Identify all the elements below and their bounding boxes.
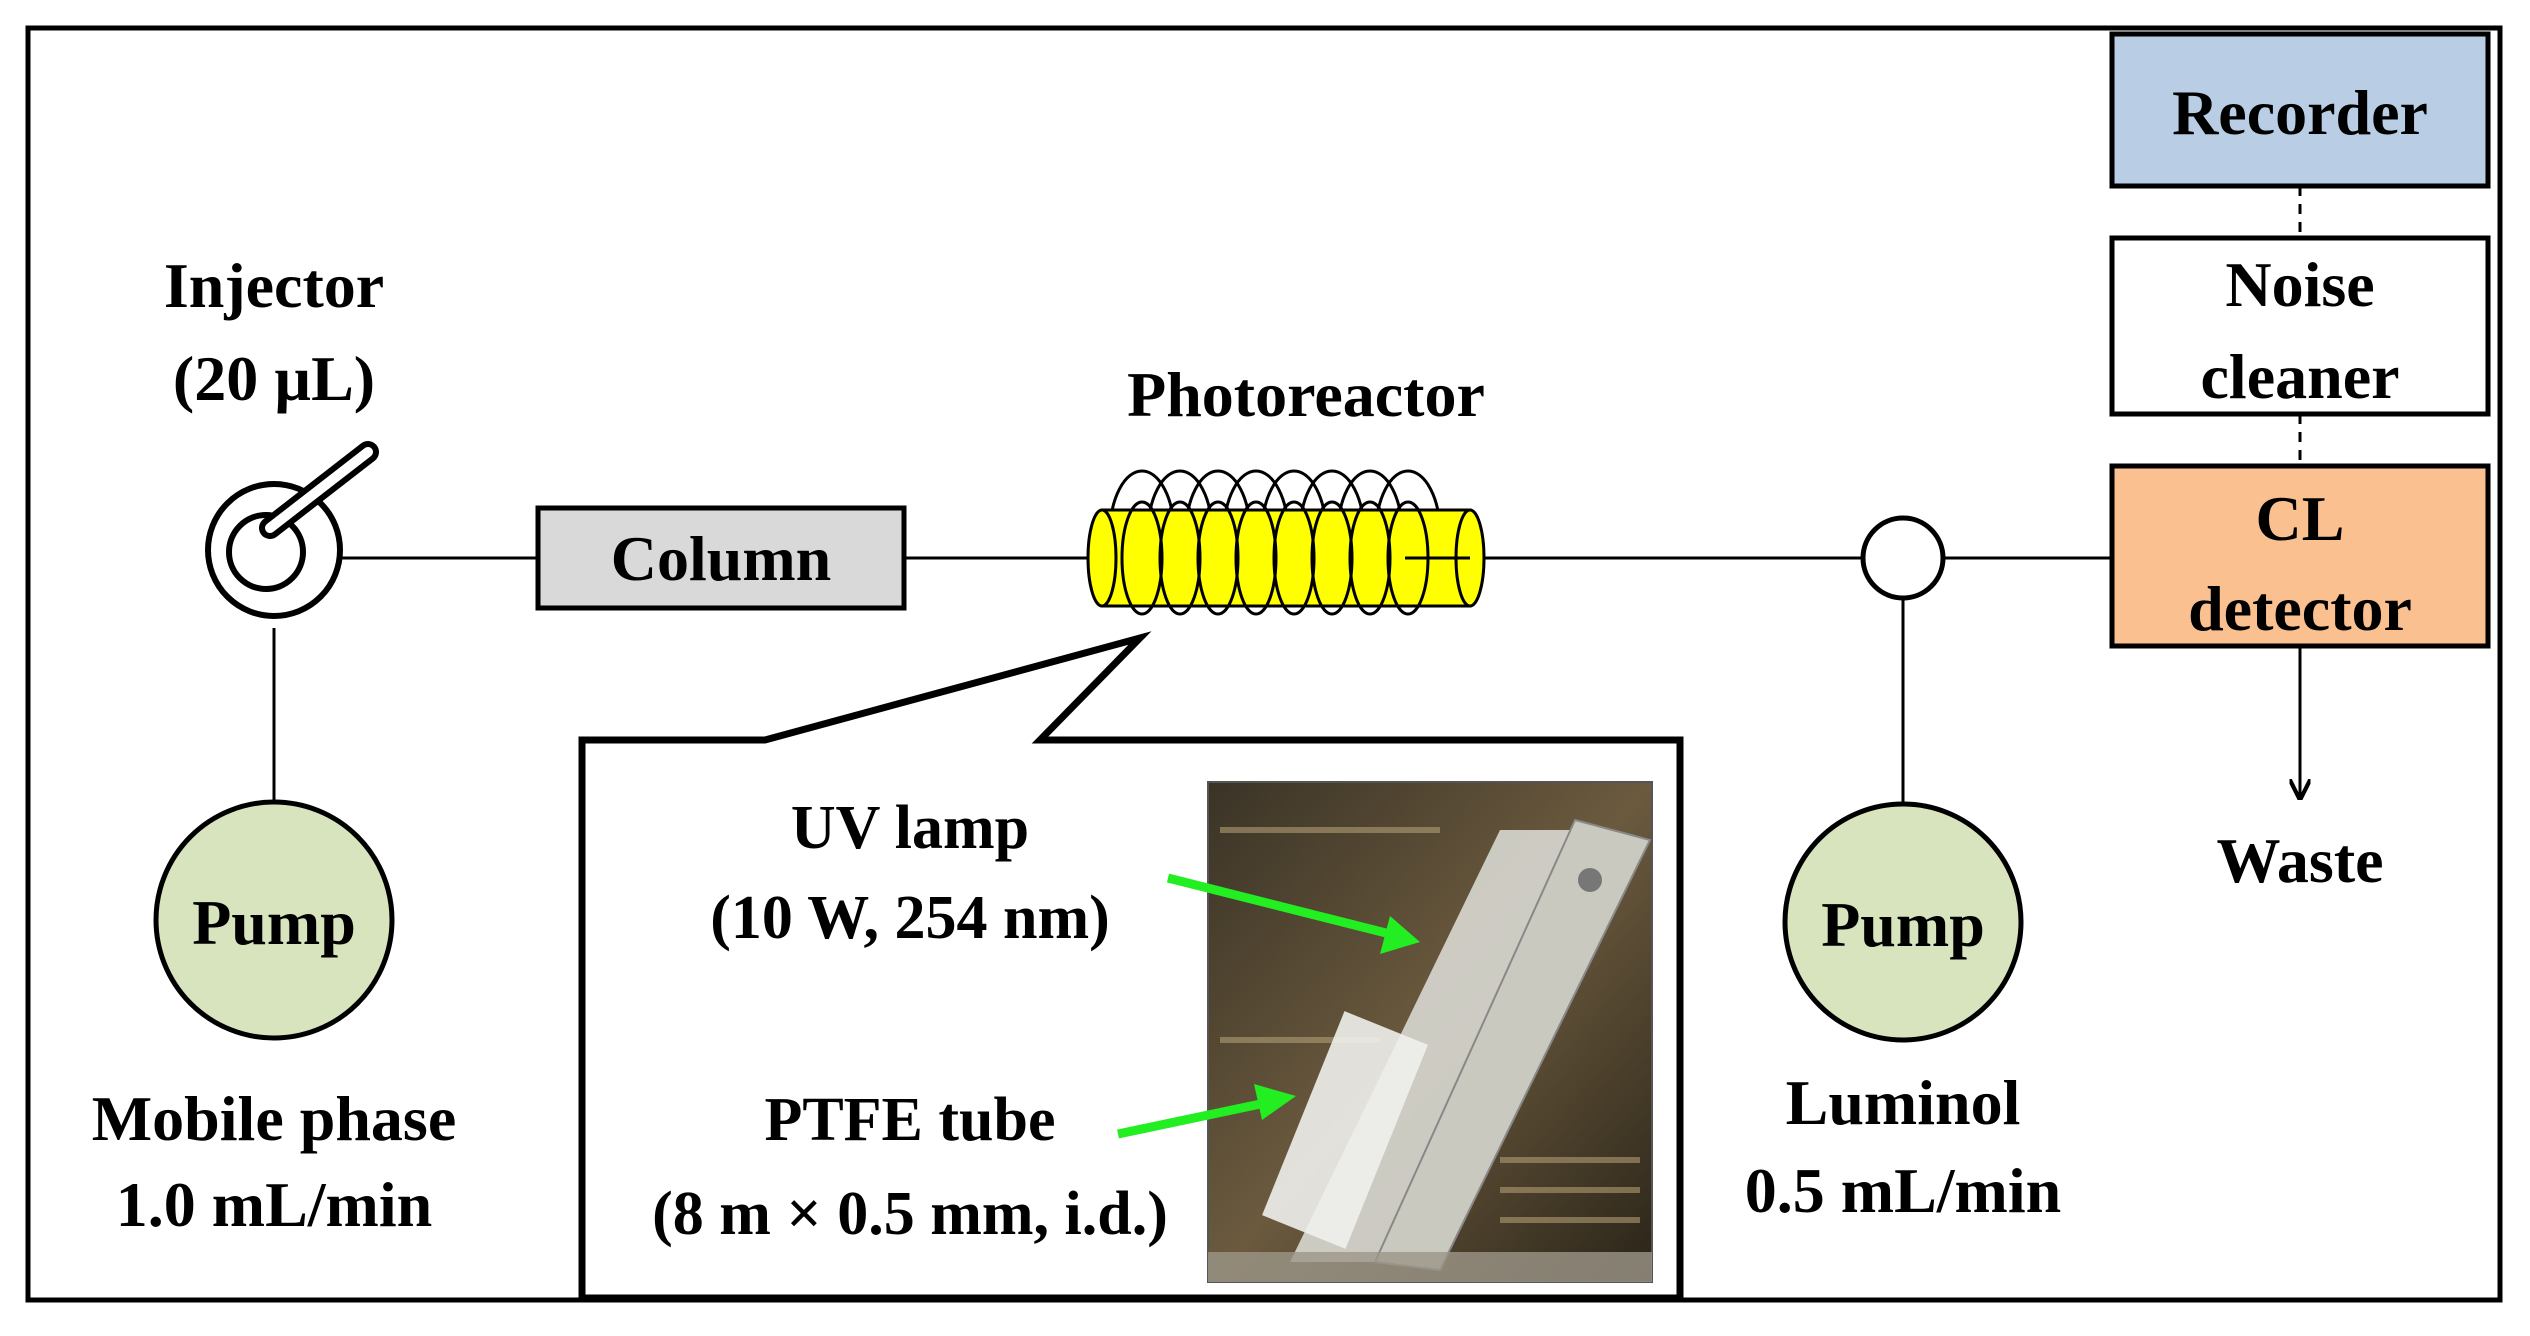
photoreactor-tube-left-end bbox=[1086, 508, 1118, 608]
pump-mobile-label: Pump bbox=[192, 887, 356, 958]
uv-lamp-arrowhead bbox=[1380, 916, 1420, 954]
photoreactor-inset-callout: UV lamp (10 W, 254 nm) PTFE tube (8 m × … bbox=[578, 631, 1684, 1302]
ptfe-tube-arrowhead bbox=[1254, 1084, 1296, 1120]
ptfe-tube-arrow bbox=[1117, 1097, 1271, 1139]
ptfe-tube-label-line1: PTFE tube bbox=[764, 1086, 1055, 1154]
cl-detector: CL detector bbox=[2109, 463, 2491, 649]
pump-luminol: Pump Luminol 0.5 mL/min bbox=[1745, 801, 2061, 1226]
cl-detector-label-line1: CL bbox=[2256, 483, 2345, 554]
pump-mobile-phase: Pump Mobile phase 1.0 mL/min bbox=[92, 799, 456, 1240]
injector: Injector (20 µL) bbox=[164, 250, 384, 619]
photoreactor-photo bbox=[1207, 781, 1653, 1283]
mixing-tee bbox=[1860, 515, 1946, 601]
noise-cleaner-label-line1: Noise bbox=[2225, 249, 2374, 320]
uv-lamp-label-line2: (10 W, 254 nm) bbox=[710, 884, 1110, 952]
noise-cleaner-label-line2: cleaner bbox=[2201, 341, 2400, 412]
injector-valve-inner bbox=[226, 512, 306, 592]
pump-luminol-label: Pump bbox=[1821, 889, 1985, 960]
pump-mobile-circle bbox=[153, 799, 395, 1041]
injector-handle bbox=[265, 447, 373, 533]
injector-label: Injector bbox=[164, 250, 384, 321]
uv-lamp-label-line1: UV lamp bbox=[791, 794, 1029, 862]
coil-front-loops bbox=[1120, 500, 1430, 616]
cl-detector-label-line2: detector bbox=[2188, 573, 2412, 644]
ptfe-tube-label-line2: (8 m × 0.5 mm, i.d.) bbox=[652, 1180, 1168, 1248]
recorder-box bbox=[2109, 31, 2491, 189]
uv-lamp-arrow bbox=[1166, 873, 1400, 941]
recorder: Recorder bbox=[2109, 31, 2491, 189]
flow-lines bbox=[272, 186, 2300, 805]
pump-luminol-circle bbox=[1782, 801, 2024, 1043]
pump-luminol-caption-line1: Luminol bbox=[1786, 1067, 2021, 1138]
pump-mobile-caption-line2: 1.0 mL/min bbox=[116, 1169, 432, 1240]
pump-luminol-caption-line2: 0.5 mL/min bbox=[1745, 1155, 2061, 1226]
recorder-label: Recorder bbox=[2172, 77, 2428, 148]
pump-mobile-caption-line1: Mobile phase bbox=[92, 1083, 456, 1154]
column-label: Column bbox=[611, 523, 832, 594]
photoreactor: Photoreactor bbox=[1086, 359, 1486, 616]
waste-label: Waste bbox=[2216, 825, 2383, 896]
photoreactor-label: Photoreactor bbox=[1127, 359, 1485, 430]
injector-volume: (20 µL) bbox=[173, 343, 375, 414]
column: Column bbox=[535, 505, 907, 611]
noise-cleaner-box bbox=[2109, 235, 2491, 417]
column-box bbox=[535, 505, 907, 611]
noise-cleaner: Noise cleaner bbox=[2109, 235, 2491, 417]
cl-detector-box bbox=[2109, 463, 2491, 649]
